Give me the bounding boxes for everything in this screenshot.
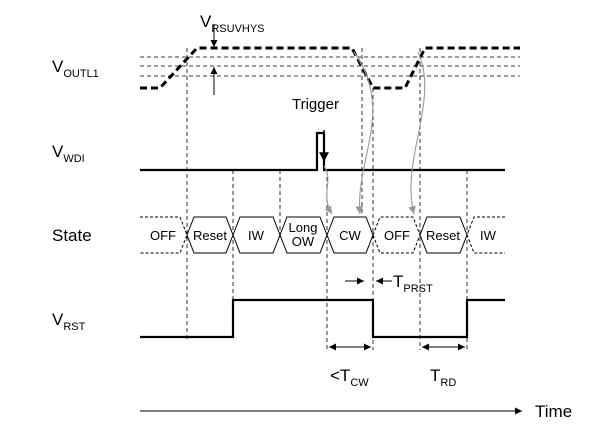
trigger-label: Trigger — [292, 96, 339, 113]
time-axis-label: Time — [535, 402, 572, 421]
causality-arrows — [323, 51, 426, 215]
vwdi-waveform — [140, 131, 505, 172]
voutl1-reference-lines — [140, 56, 520, 77]
tcw-label: <TCW — [330, 366, 369, 389]
trd-label: TRD — [430, 366, 456, 389]
voutl1-waveform — [140, 46, 520, 90]
signal-label-vwdi: VWDI — [52, 142, 85, 165]
state-bus — [140, 216, 505, 254]
state-cell-reset: Reset — [193, 228, 227, 243]
tprst-label: TPRST — [393, 272, 433, 295]
vrsuvhys-label: VRSUVHYS — [200, 12, 265, 35]
state-cell-long-ow-line1: Long — [289, 220, 318, 235]
state-cell-iw: IW — [248, 228, 265, 243]
state-cell-iw-2: IW — [480, 228, 497, 243]
vrst-waveform — [140, 298, 505, 339]
state-cell-reset-2: Reset — [426, 228, 460, 243]
state-cell-cw: CW — [339, 228, 361, 243]
state-cell-long-ow-line2: OW — [292, 234, 315, 249]
signal-label-vrst: VRST — [52, 310, 86, 333]
signal-label-state: State — [52, 226, 92, 245]
signal-label-voutl1: VOUTL1 — [52, 57, 99, 80]
state-labels: OFF Reset IW Long OW CW OFF Reset IW — [150, 220, 497, 249]
state-cell-off: OFF — [150, 228, 176, 243]
state-cell-off-2: OFF — [384, 228, 410, 243]
